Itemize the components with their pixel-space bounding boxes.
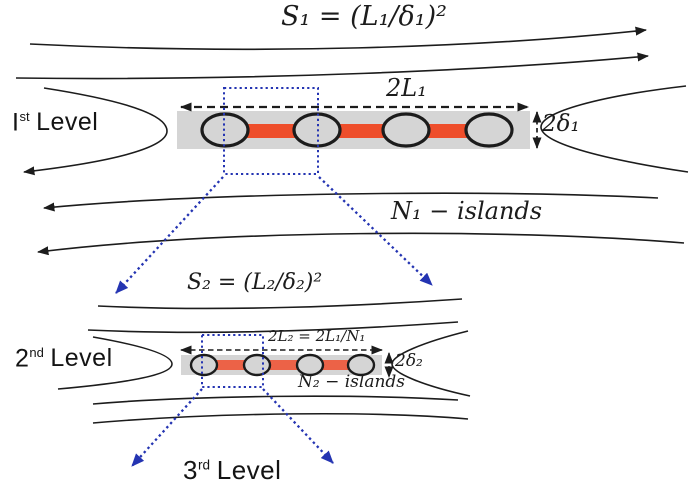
level3-word: Level — [216, 455, 282, 485]
level1-area-formula: S₁ = (L₁/δ₁)² — [281, 1, 447, 32]
flux-line-top-1-level2 — [97, 298, 463, 310]
island-connector-level2 — [204, 360, 361, 370]
flux-line-top-2-level2 — [87, 321, 459, 334]
zoom-arrow-left — [115, 176, 224, 294]
level1-length-label: 2L₁ — [386, 74, 427, 102]
level2-ordinal-suffix: nd — [29, 345, 44, 360]
level2-area-formula: S₂ = (L₂/δ₂)² — [187, 270, 323, 295]
zoom-link-level1-level2 — [115, 87, 433, 294]
level2-width-label: 2δ₂ — [395, 351, 423, 371]
level1-flux-lines — [15, 26, 689, 256]
island-ellipse — [381, 112, 431, 148]
level2-numeral: 2 — [15, 344, 30, 373]
island-ellipse — [295, 353, 325, 377]
zoom-link-level2-level3 — [131, 334, 334, 467]
island-ellipse — [242, 353, 272, 377]
flux-line-bottom-2 — [37, 232, 685, 256]
island-ellipse — [346, 353, 376, 377]
separatrix-left-level1 — [23, 87, 168, 176]
level1-numeral: I — [12, 108, 20, 137]
level3-ordinal-suffix: rd — [197, 457, 210, 473]
zoom-box-level1 — [223, 87, 319, 175]
zoom-arrow-right — [318, 176, 433, 286]
level1-label: Ist Level — [12, 110, 98, 135]
level3-numeral: 3 — [183, 455, 198, 485]
level2-flux-lines — [57, 298, 471, 424]
level1-ordinal-suffix: st — [19, 109, 30, 124]
island-connector-level1 — [225, 124, 490, 138]
island-ellipse — [189, 353, 219, 377]
separatrix-left-level2 — [57, 336, 173, 390]
level1-islands-label: N₁ − islands — [391, 197, 543, 225]
level2-island-chain — [180, 345, 394, 378]
zoom-arrow-right-level3 — [262, 388, 334, 464]
flux-line-bottom-1-level2 — [92, 395, 459, 405]
island-ellipse — [464, 112, 514, 148]
level1-island-chain — [177, 102, 542, 149]
level2-word: Level — [50, 344, 113, 373]
level2-islands-label: N₂ − islands — [298, 372, 406, 392]
level1-word: Level — [36, 108, 99, 137]
level2-label: 2nd Level — [15, 346, 113, 371]
level2-length-label: 2L₂ = 2L₁/N₁ — [268, 327, 366, 345]
level1-width-label: 2δ₁ — [542, 111, 580, 137]
flux-line-top-1 — [29, 26, 647, 51]
level3-label: 3rd Level — [183, 457, 281, 483]
flux-line-top-2 — [15, 52, 649, 80]
flux-line-bottom-2-level2 — [92, 412, 469, 424]
zoom-arrow-left-level3 — [131, 388, 203, 467]
flux-line-bottom-1 — [43, 192, 659, 212]
